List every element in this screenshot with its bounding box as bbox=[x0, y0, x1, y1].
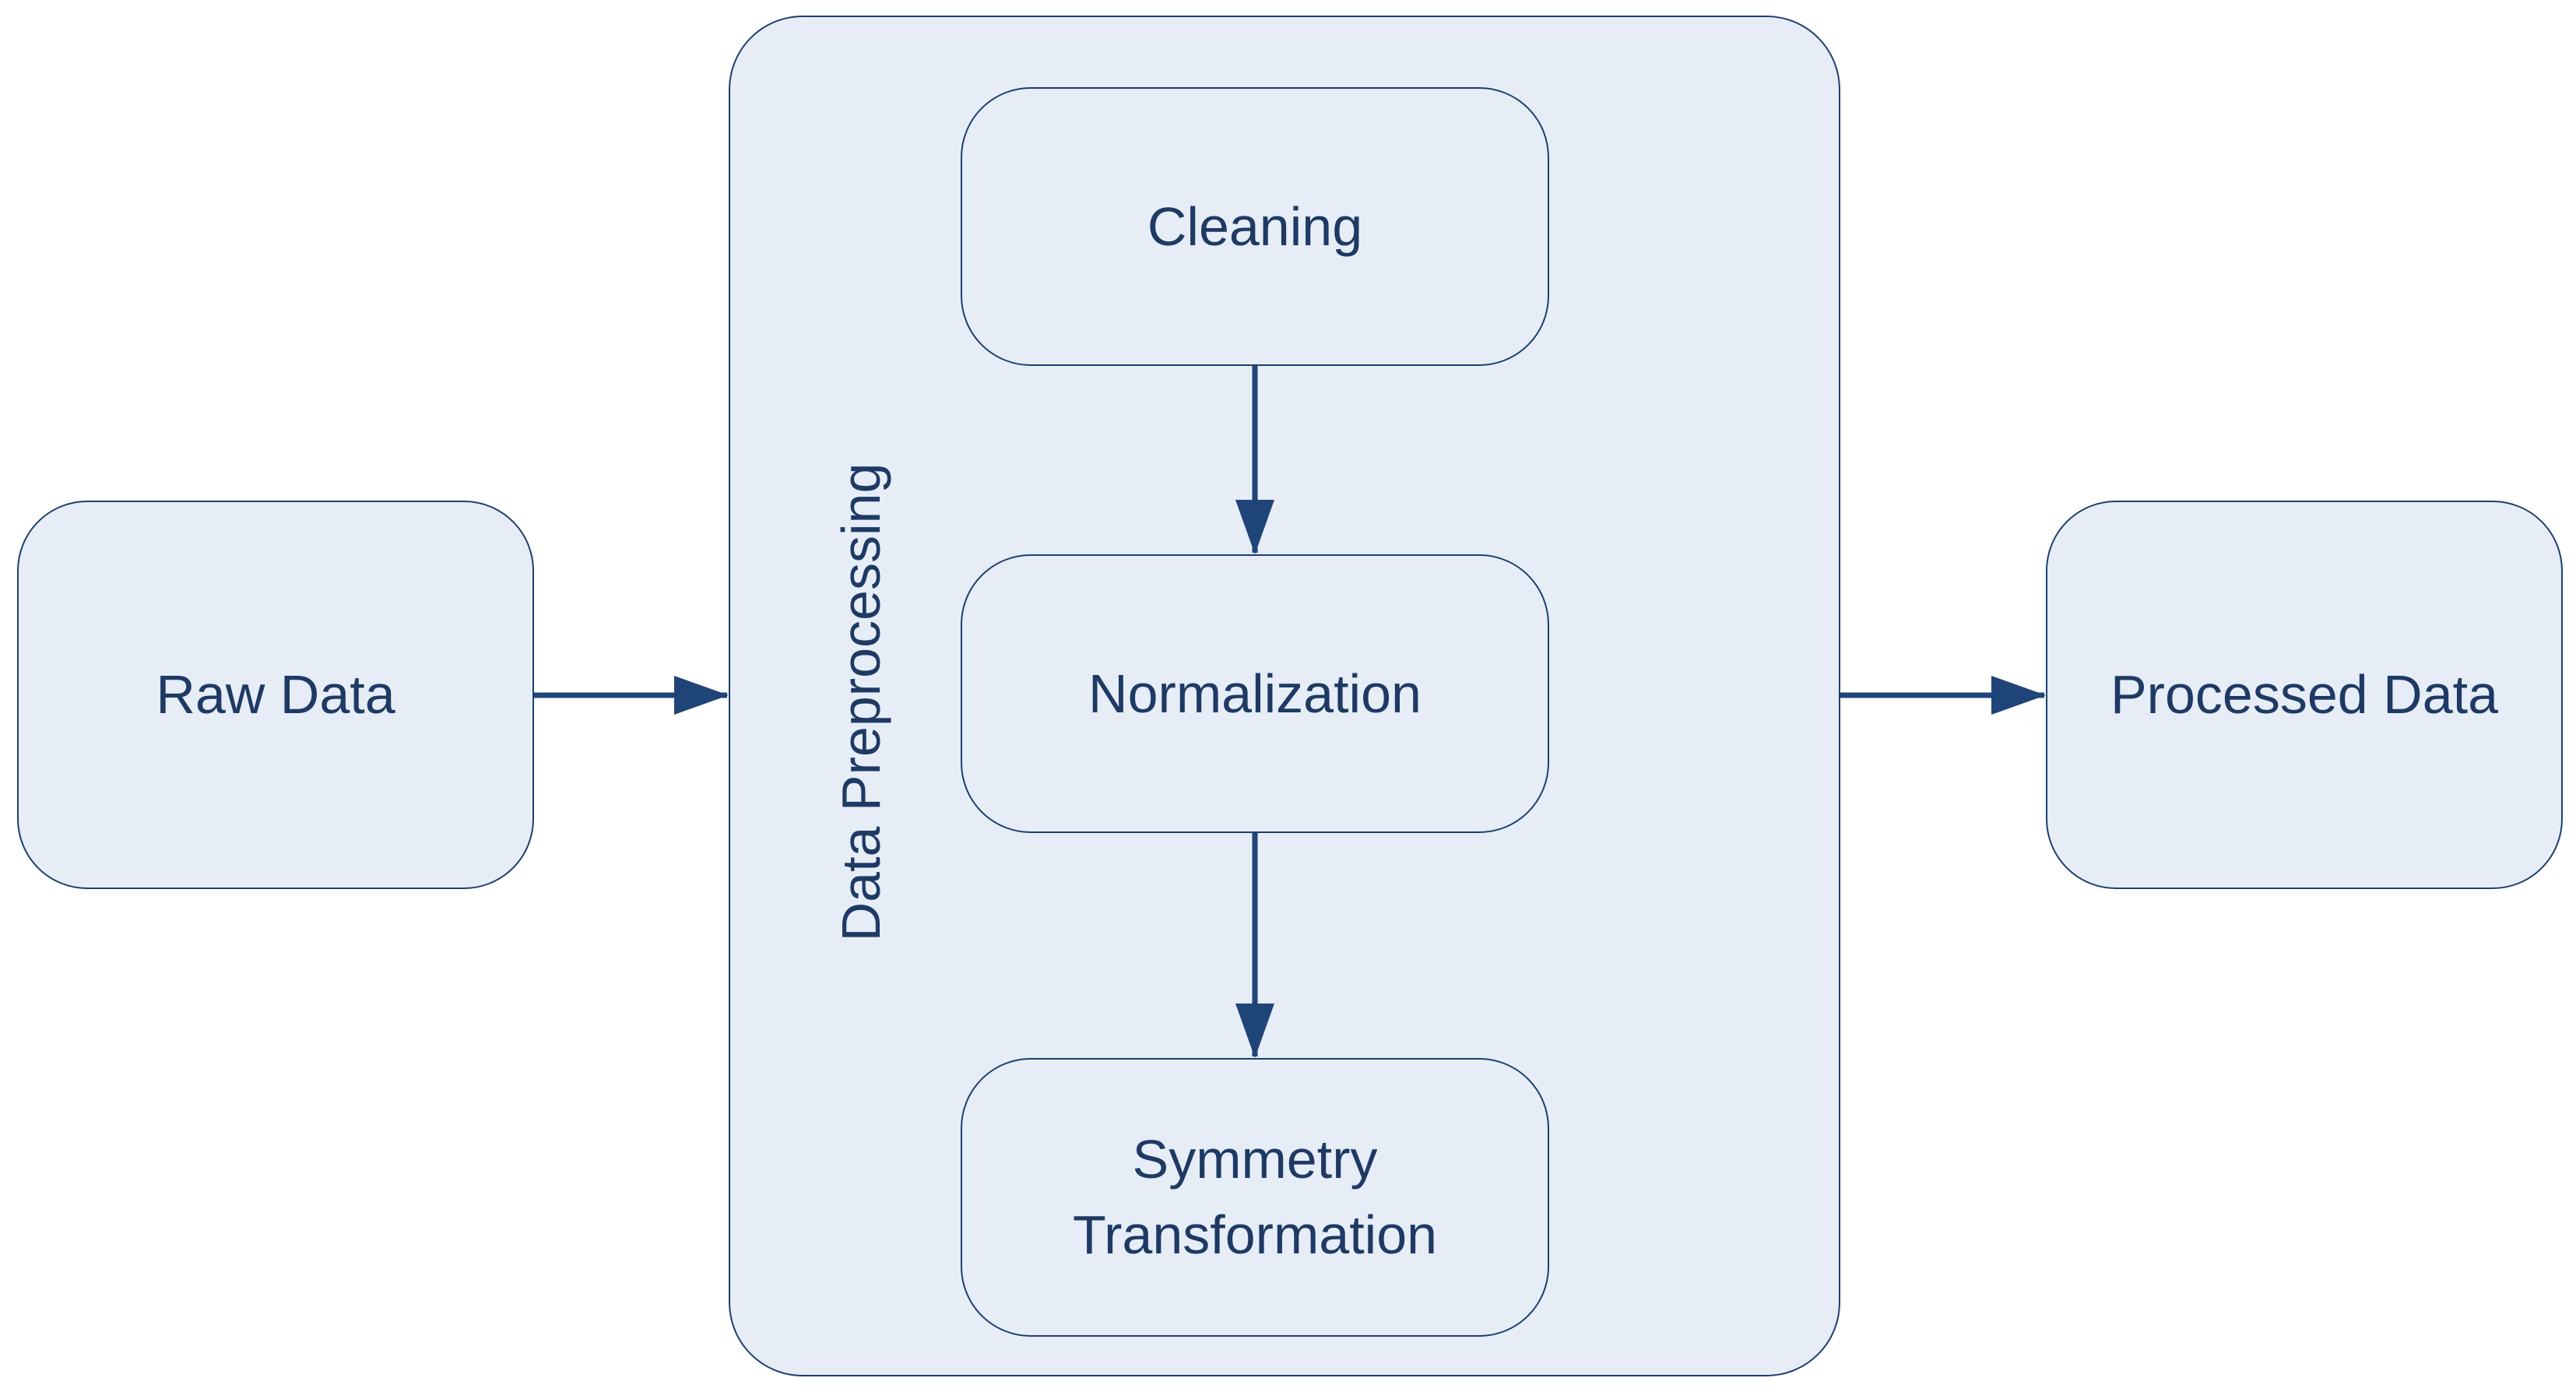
processed-data-label: Processed Data bbox=[2110, 664, 2499, 726]
normalization-node: Normalization bbox=[961, 554, 1549, 833]
cleaning-label: Cleaning bbox=[1147, 195, 1363, 257]
processed-data-node: Processed Data bbox=[2046, 501, 2563, 889]
symmetry-transformation-node: Symmetry Transformation bbox=[961, 1058, 1549, 1337]
normalization-label: Normalization bbox=[1088, 663, 1422, 724]
symmetry-transformation-label: Symmetry Transformation bbox=[1072, 1129, 1438, 1265]
group-label: Data Preprocessing bbox=[831, 462, 891, 942]
raw-data-node: Raw Data bbox=[17, 501, 534, 889]
raw-data-label: Raw Data bbox=[156, 664, 395, 726]
cleaning-node: Cleaning bbox=[961, 87, 1549, 366]
